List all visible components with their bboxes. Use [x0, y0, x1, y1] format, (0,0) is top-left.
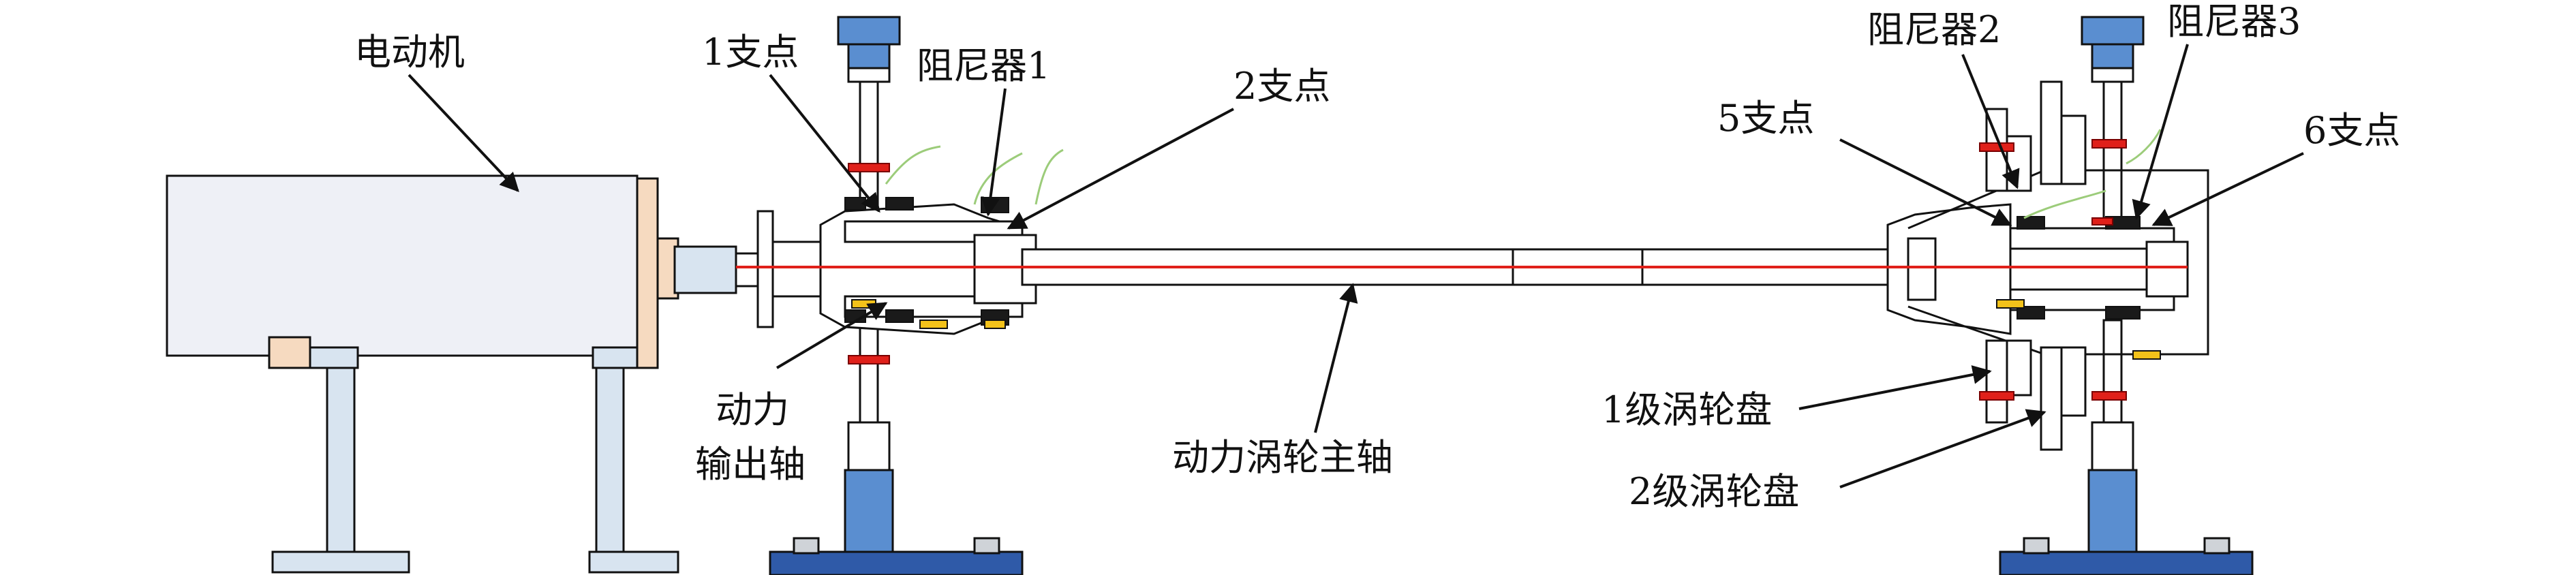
damper-1-wires	[885, 145, 1064, 205]
power-output-shaft-arrow	[776, 302, 888, 369]
damper-2-label: 阻尼器2	[1867, 8, 2001, 51]
support-2-arrow	[1007, 108, 1234, 230]
turbine-disk-1-label: 1级涡轮盘	[1601, 388, 1772, 431]
damper-2-arrow	[1961, 54, 2020, 189]
left-pedestal	[769, 16, 1024, 575]
damper-2-3-wires	[2023, 129, 2162, 219]
turbine-disk-2-arrow	[1839, 409, 2046, 488]
motor-support-legs	[271, 367, 679, 574]
motor-label: 电动机	[354, 31, 465, 74]
damper-3-arrow	[2132, 44, 2189, 220]
right-pedestal	[1999, 16, 2254, 575]
electric-motor	[166, 174, 679, 369]
support-6-label: 6支点	[2303, 109, 2400, 152]
main-shaft-arrow	[1314, 283, 1358, 433]
left-bearing-housing	[819, 197, 1037, 335]
power-output-shaft-label-line1: 动力	[716, 388, 789, 431]
turbine-disk-1-arrow	[1798, 365, 1992, 410]
left-pedestal-bolts	[848, 163, 890, 364]
support-6-arrow	[2151, 152, 2304, 226]
support-1-label: 1支点	[702, 31, 799, 74]
power-output-shaft-label-line2: 输出轴	[695, 443, 806, 486]
motor-arrow	[408, 74, 519, 193]
damper-1-arrow	[981, 88, 1007, 217]
support-1-arrow	[769, 74, 880, 213]
right-bearing-housing	[1996, 216, 2189, 360]
turbine-disk-2-label: 2级涡轮盘	[1629, 470, 1799, 513]
support-5-label: 5支点	[1717, 97, 1814, 140]
support-5-arrow	[1839, 138, 2012, 226]
turbine-disk-2	[2040, 80, 2087, 451]
support-2-label: 2支点	[1233, 65, 1330, 108]
coupling	[673, 210, 822, 328]
power-turbine-main-shaft-label: 动力涡轮主轴	[1172, 436, 1393, 479]
right-bolts	[1979, 139, 2127, 401]
damper-3-label: 阻尼器3	[2167, 0, 2301, 43]
damper-1-label: 阻尼器1	[917, 44, 1050, 87]
